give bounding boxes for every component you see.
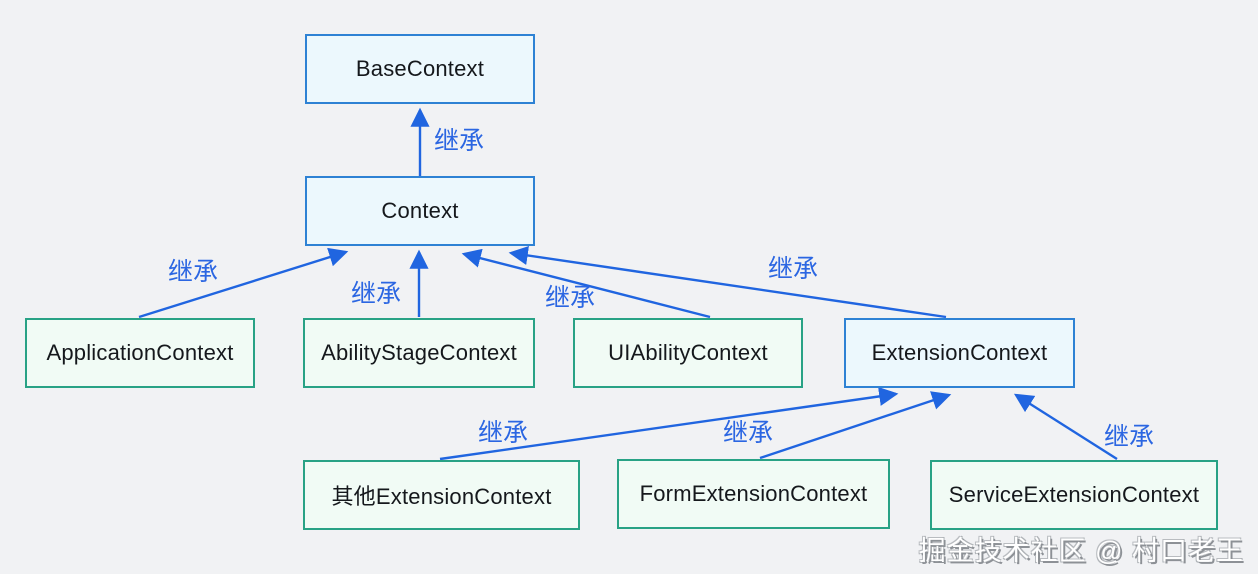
edge-label-inherit-formextensioncontext: 继承 — [722, 419, 773, 447]
node-base-context: BaseContext — [305, 34, 535, 104]
edge-label-inherit-otherextensioncontext: 继承 — [477, 419, 528, 447]
edge-uiabilitycontext-to-context — [461, 248, 711, 319]
edge-label-inherit-basecontext: 继承 — [433, 127, 484, 155]
node-application-context: ApplicationContext — [25, 318, 255, 388]
edge-label-inherit-applicationcontext: 继承 — [167, 258, 218, 286]
edge-label-inherit-uiabilitycontext: 继承 — [544, 284, 595, 312]
edge-label-inherit-abilitystagecontext: 继承 — [350, 280, 401, 308]
edge-extensioncontext-to-context — [508, 245, 947, 319]
node-extension-context: ExtensionContext — [844, 318, 1075, 388]
node-context: Context — [305, 176, 535, 246]
edge-formextensioncontext-to-extensioncontext — [759, 391, 952, 460]
edge-serviceextensioncontext-to-extensioncontext — [1013, 393, 1118, 461]
watermark-text: 掘金技术社区 @ 村口老王 — [918, 536, 1244, 566]
node-service-extension-context: ServiceExtensionContext — [930, 460, 1218, 530]
edge-label-inherit-extensioncontext: 继承 — [767, 255, 818, 283]
edge-otherextensioncontext-to-extensioncontext — [439, 386, 899, 461]
node-ui-ability-context: UIAbilityContext — [573, 318, 803, 388]
edge-applicationcontext-to-context — [138, 247, 349, 319]
node-other-extension-context: 其他ExtensionContext — [303, 460, 580, 530]
node-form-extension-context: FormExtensionContext — [617, 459, 890, 529]
node-ability-stage-context: AbilityStageContext — [303, 318, 535, 388]
edge-label-inherit-serviceextensioncontext: 继承 — [1103, 423, 1154, 451]
